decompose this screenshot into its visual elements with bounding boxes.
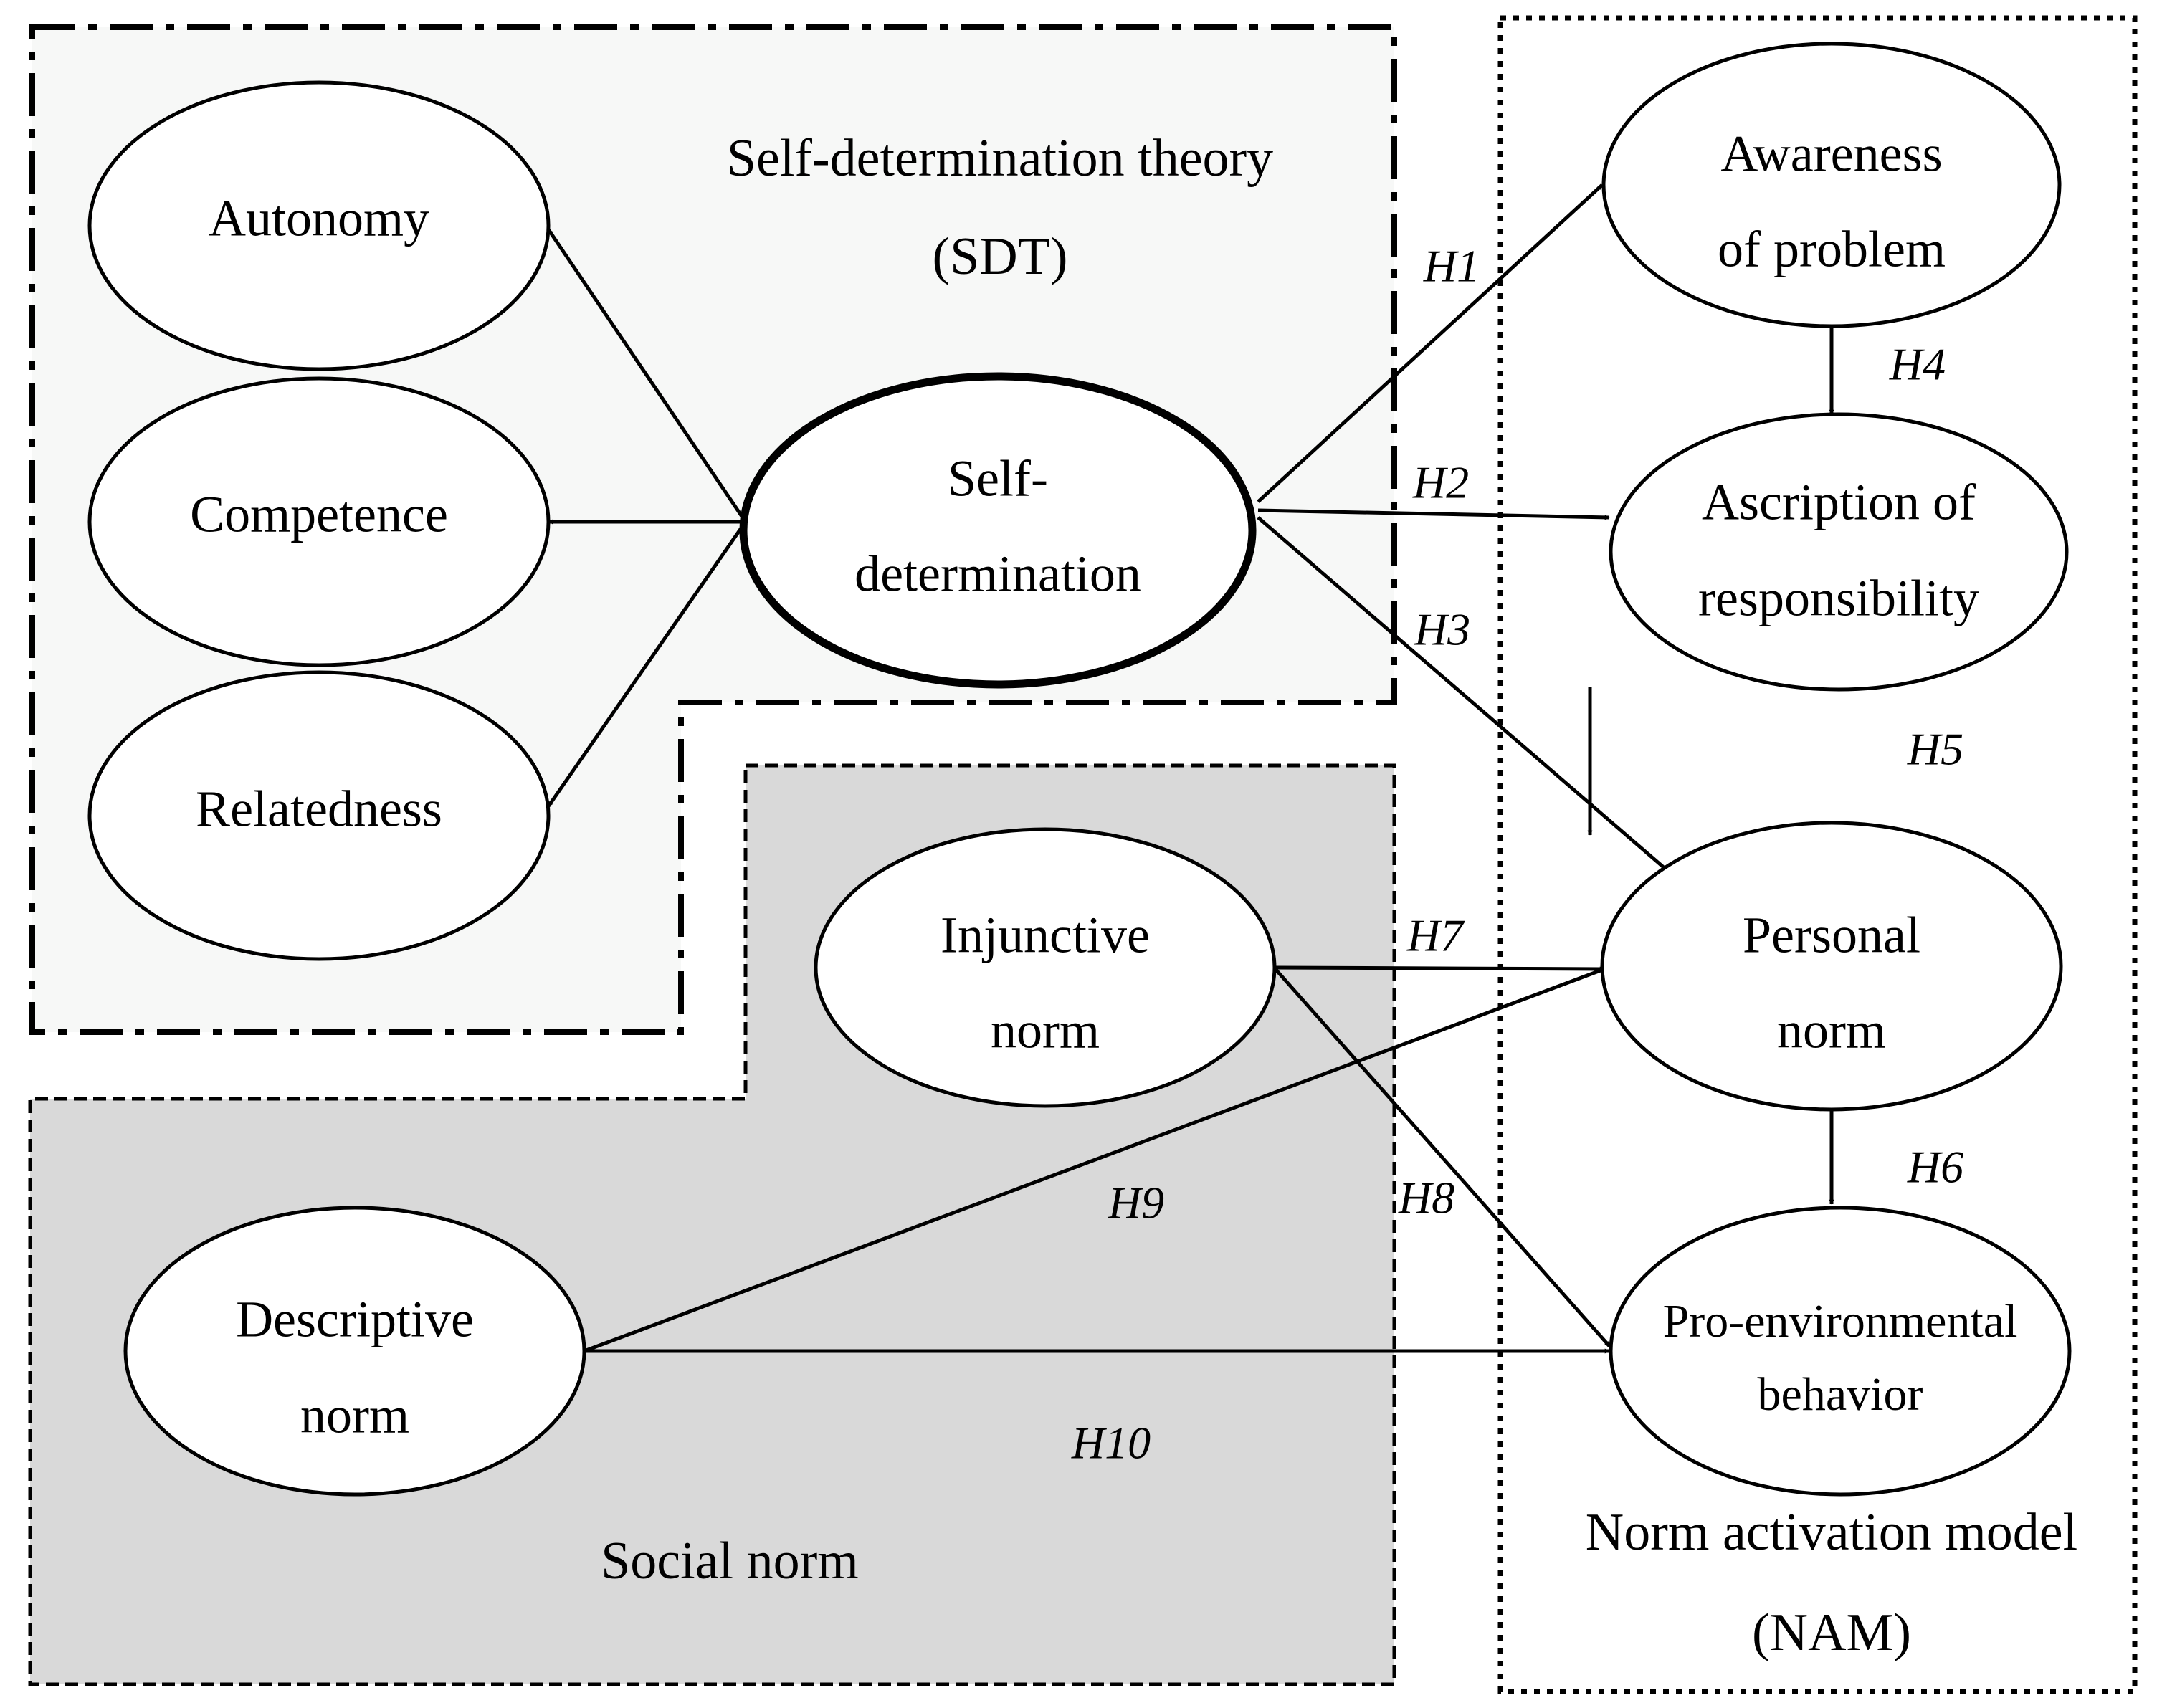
hypothesis-h6-label: H6	[1907, 1142, 1963, 1193]
node-descriptive-label-line2: norm	[300, 1387, 409, 1444]
hypothesis-h3-label: H3	[1414, 604, 1470, 655]
node-ascription-label-line2: responsibility	[1698, 570, 1979, 627]
node-self-determination-label-line1: Self-	[948, 450, 1048, 507]
node-pro-env-label-line1: Pro-environmental	[1663, 1295, 2018, 1347]
sdt-title: Self-determination theory	[727, 129, 1273, 188]
edges	[546, 183, 1834, 1354]
node-relatedness-label: Relatedness	[196, 781, 442, 838]
node-awareness-label-line1: Awareness	[1720, 125, 1942, 183]
hypothesis-h9-label: H9	[1108, 1178, 1164, 1228]
nam-title: Norm activation model	[1586, 1503, 2077, 1562]
nam-region	[1497, 15, 2138, 1694]
node-descriptive-norm: Descriptive norm	[123, 1206, 586, 1497]
node-relatedness: Relatedness	[87, 670, 551, 961]
node-self-determination: Self- determination	[739, 372, 1257, 689]
edge-h8	[1275, 968, 1611, 1347]
node-personal-norm: Personal norm	[1600, 821, 2063, 1112]
edge-h2	[1257, 508, 1610, 520]
hypothesis-h8-label: H8	[1398, 1173, 1454, 1223]
hypothesis-h5-label: H5	[1907, 724, 1963, 775]
node-personal-norm-label-line2: norm	[1777, 1002, 1886, 1059]
hypothesis-h1-label: H1	[1423, 241, 1480, 292]
node-self-determination-label-line2: determination	[854, 545, 1141, 603]
node-autonomy: Autonomy	[87, 80, 551, 371]
hypothesis-h7-label: H7	[1406, 910, 1465, 961]
social-norm-title: Social norm	[601, 1532, 859, 1590]
node-pro-env-label-line2: behavior	[1758, 1368, 1923, 1421]
edge-self-determination-to-relatedness	[546, 520, 748, 808]
edge-h3	[1257, 516, 1672, 874]
hypothesis-h10-label: H10	[1071, 1418, 1151, 1469]
node-descriptive-label-line1: Descriptive	[236, 1291, 474, 1348]
hypothesis-h4-label: H4	[1889, 339, 1946, 390]
nam-abbreviation: (NAM)	[1752, 1603, 1911, 1662]
node-awareness-of-problem: Awareness of problem	[1601, 42, 2062, 328]
node-personal-norm-label-line1: Personal	[1743, 907, 1920, 964]
node-competence-label: Competence	[190, 486, 448, 543]
node-pro-environmental-behavior: Pro-environmental behavior	[1609, 1206, 2072, 1497]
node-injunctive-label-line1: Injunctive	[941, 907, 1150, 964]
edge-h1	[1257, 183, 1604, 503]
edge-h7	[1275, 965, 1605, 972]
edge-h9	[584, 967, 1605, 1353]
node-ascription-label-line1: Ascription of	[1702, 474, 1976, 531]
hypothesis-h2-label: H2	[1412, 457, 1469, 508]
node-injunctive-norm: Injunctive norm	[814, 827, 1277, 1108]
node-awareness-label-line2: of problem	[1718, 221, 1946, 278]
node-injunctive-label-line2: norm	[991, 1002, 1100, 1059]
edge-self-determination-to-autonomy	[546, 228, 748, 523]
node-competence: Competence	[87, 376, 551, 667]
sdt-abbreviation: (SDT)	[932, 227, 1067, 286]
node-ascription-of-responsibility: Ascription of responsibility	[1609, 412, 2069, 692]
node-autonomy-label: Autonomy	[209, 190, 429, 247]
